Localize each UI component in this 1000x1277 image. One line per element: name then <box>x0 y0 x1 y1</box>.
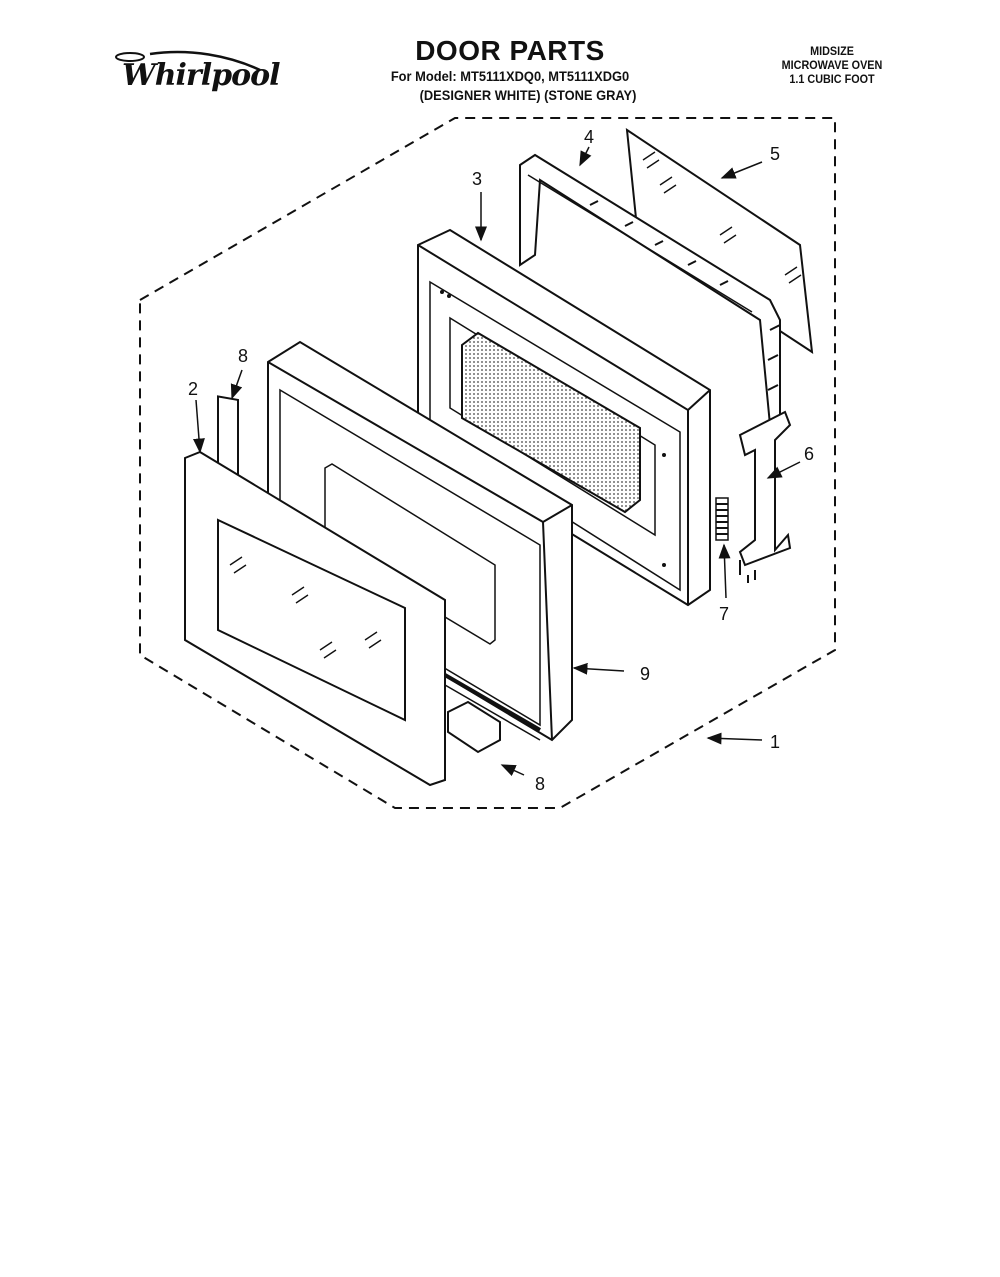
callout-9: 9 <box>640 664 650 684</box>
product-type: MICROWAVE OVEN <box>781 58 883 72</box>
callout-8-bottom: 8 <box>535 774 545 794</box>
leader-arrows <box>192 146 801 777</box>
brand-name: Whirlpool <box>122 58 280 93</box>
part-8-bottom-trim <box>447 700 501 754</box>
callout-8-top: 8 <box>238 346 248 366</box>
product-info: MIDSIZE MICROWAVE OVEN 1.1 CUBIC FOOT <box>752 44 912 86</box>
whirlpool-logo: Whirlpool <box>110 50 280 110</box>
callout-3: 3 <box>472 169 482 189</box>
callout-6: 6 <box>804 444 814 464</box>
assembly-boundary <box>139 117 836 809</box>
model-numbers: For Model: MT5111XDQ0, MT5111XDG0 <box>390 68 630 84</box>
callout-2: 2 <box>188 379 198 399</box>
part-7-spring <box>715 497 729 541</box>
logo-swoosh-icon <box>115 50 261 72</box>
color-variants: (DESIGNER WHITE) (STONE GRAY) <box>419 87 637 103</box>
product-size: MIDSIZE <box>810 44 854 58</box>
callout-4: 4 <box>584 127 594 147</box>
title-block: DOOR PARTS For Model: MT5111XDQ0, MT5111… <box>350 36 670 104</box>
part-6-latch <box>738 410 792 583</box>
callout-5: 5 <box>770 144 780 164</box>
page-title: DOOR PARTS <box>415 35 605 66</box>
callout-1: 1 <box>770 732 780 752</box>
part-3-inner-door-panel <box>417 228 711 607</box>
product-capacity: 1.1 CUBIC FOOT <box>789 72 875 86</box>
callout-7: 7 <box>719 604 729 624</box>
